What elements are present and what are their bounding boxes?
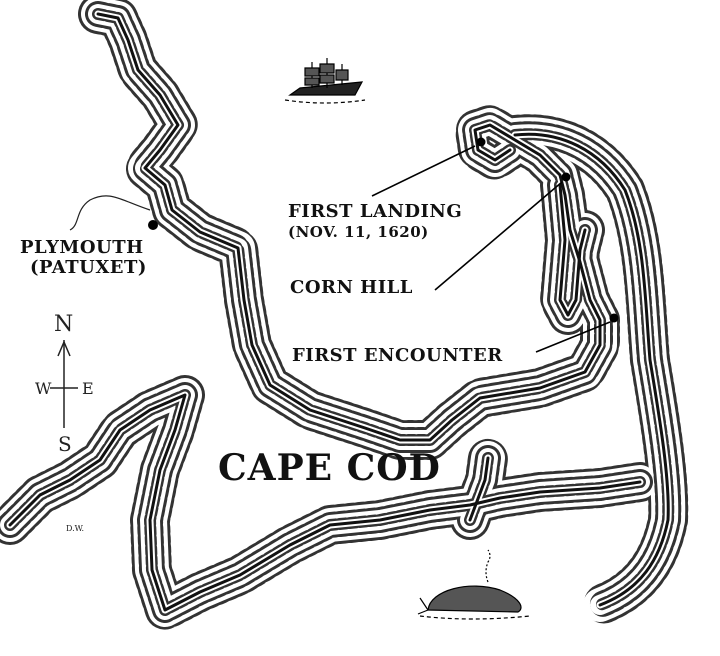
first-landing-dot bbox=[476, 137, 486, 147]
compass-south: S bbox=[58, 432, 72, 456]
river bbox=[69, 195, 151, 231]
ship-icon bbox=[284, 58, 366, 104]
corn-hill-label: CORN HILL bbox=[290, 277, 413, 298]
first-landing-name: FIRST LANDING bbox=[288, 201, 463, 222]
leader-lines bbox=[371, 145, 611, 353]
location-dots bbox=[148, 137, 619, 323]
corn-hill-dot bbox=[561, 172, 571, 182]
first-encounter-dot bbox=[609, 313, 619, 323]
map-title: CAPE COD bbox=[218, 447, 441, 489]
whale-icon bbox=[417, 549, 531, 620]
artist-signature: D.W. bbox=[66, 524, 85, 533]
compass-north: N bbox=[54, 312, 74, 337]
compass-west: W bbox=[35, 379, 52, 398]
first-landing-label: FIRST LANDING (NOV. 11, 1620) bbox=[288, 202, 462, 242]
first-landing-date: (NOV. 11, 1620) bbox=[288, 223, 429, 241]
plymouth-label: PLYMOUTH (PATUXET) bbox=[20, 238, 147, 278]
plymouth-dot bbox=[148, 220, 158, 230]
compass-east: E bbox=[82, 379, 94, 398]
plymouth-name: PLYMOUTH bbox=[20, 237, 144, 258]
plymouth-subtitle: (PATUXET) bbox=[30, 257, 147, 278]
first-encounter-label: FIRST ENCOUNTER bbox=[292, 345, 503, 366]
compass-rose-lines bbox=[50, 340, 78, 428]
